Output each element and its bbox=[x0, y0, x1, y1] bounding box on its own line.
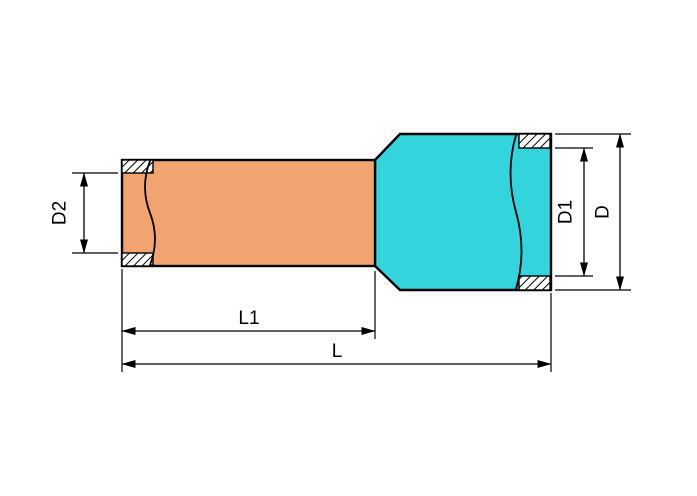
collar-break-line bbox=[509, 134, 523, 290]
collar-hatch-top bbox=[518, 133, 551, 149]
l-label: L bbox=[332, 341, 343, 362]
dimension-d1: D1 bbox=[555, 147, 593, 277]
l1-label: L1 bbox=[238, 308, 259, 329]
dimension-d2: D2 bbox=[50, 172, 118, 254]
d2-label: D2 bbox=[50, 201, 71, 225]
dimension-l: L bbox=[121, 293, 552, 372]
collar-hatch-bottom bbox=[518, 275, 551, 291]
dimension-l1: L1 bbox=[121, 269, 376, 372]
dimension-d: D bbox=[555, 133, 631, 291]
copper-sleeve bbox=[120, 158, 377, 268]
insulation-collar bbox=[373, 132, 553, 292]
sleeve-hatch-bottom bbox=[121, 252, 154, 267]
d-label: D bbox=[593, 205, 614, 219]
sleeve-break-line bbox=[144, 160, 156, 266]
d1-label: D1 bbox=[556, 200, 577, 224]
sleeve-hatch-top bbox=[121, 159, 154, 174]
